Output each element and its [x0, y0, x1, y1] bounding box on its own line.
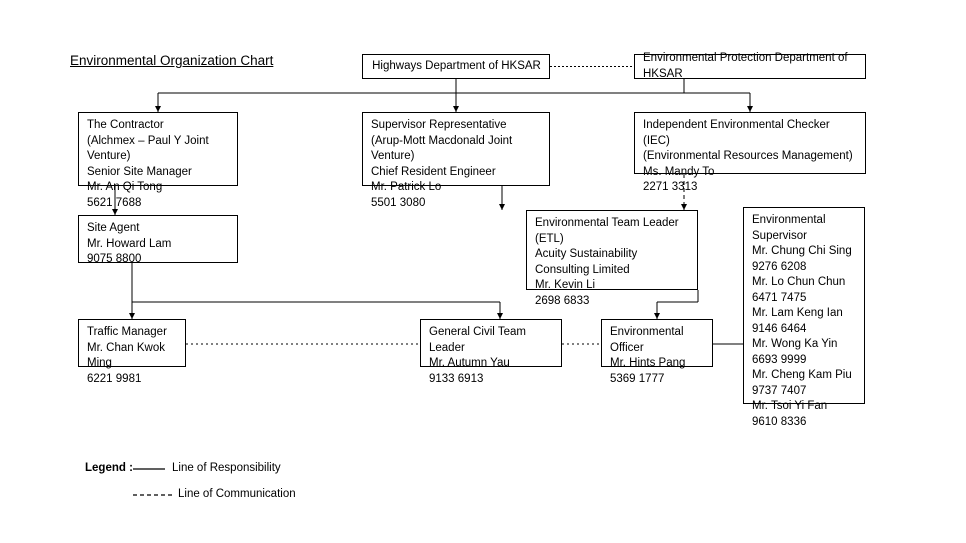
- node-site-agent: Site Agent Mr. Howard Lam 9075 8800: [78, 215, 238, 265]
- node-the-contractor: The Contractor (Alchmex – Paul Y Joint V…: [78, 112, 238, 209]
- node-general-civil-team-leader: General Civil Team Leader Mr. Autumn Yau…: [420, 319, 562, 385]
- node-environmental-supervisor: Environmental Supervisor Mr. Chung Chi S…: [743, 207, 865, 428]
- legend-label: Legend :: [85, 462, 133, 474]
- node-text: Environmental Protection Department of H…: [643, 52, 848, 80]
- node-traffic-manager: Traffic Manager Mr. Chan Kwok Ming 6221 …: [78, 319, 186, 385]
- legend-communication-text: Line of Communication: [178, 488, 296, 500]
- node-supervisor-representative: Supervisor Representative (Arup-Mott Mac…: [362, 112, 550, 209]
- node-environmental-team-leader: Environmental Team Leader (ETL) Acuity S…: [526, 210, 698, 307]
- page-title: Environmental Organization Chart: [70, 53, 274, 68]
- node-text: Highways Department of HKSAR: [372, 59, 541, 72]
- node-environmental-officer: Environmental Officer Mr. Hints Pang 536…: [601, 319, 713, 385]
- node-highways-department: Highways Department of HKSAR: [362, 54, 550, 79]
- legend-responsibility-text: Line of Responsibility: [172, 462, 281, 474]
- node-environmental-protection-department: Environmental Protection Department of H…: [634, 52, 866, 80]
- node-independent-environmental-checker: Independent Environmental Checker (IEC) …: [634, 112, 866, 193]
